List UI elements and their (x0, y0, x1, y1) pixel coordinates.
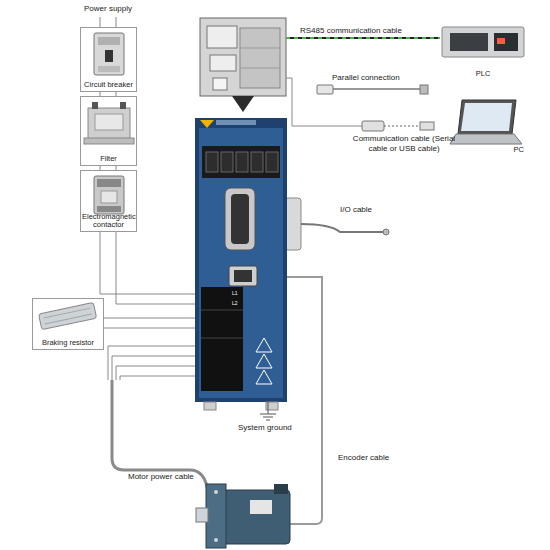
cable-label: I/O cable (340, 205, 372, 215)
io-cable (285, 198, 389, 250)
cable-label: Power supply (84, 4, 132, 14)
device-box: Filter (80, 96, 137, 166)
communication-cable (286, 78, 434, 131)
device-caption: Filter (82, 155, 135, 163)
plc-illustration (442, 27, 524, 57)
cable-label: Motor power cable (128, 472, 194, 482)
device-caption: PC (449, 146, 524, 154)
filter-illustration (84, 102, 134, 144)
contactor-illustration (94, 176, 124, 214)
device-icon: PLC (440, 22, 526, 80)
device-caption: PLC (441, 70, 525, 78)
device-box: Circuit breaker (80, 27, 137, 92)
motor-power-cable (112, 380, 208, 492)
cable-label: Encoder cable (338, 453, 389, 463)
servo-drive (195, 118, 287, 410)
connector-inset (200, 18, 286, 112)
terminal-label: L2 (232, 300, 238, 306)
device-box: Braking resistor (32, 298, 104, 350)
breaker-illustration (94, 33, 124, 75)
wire-connector (100, 92, 116, 96)
rs485-cable-stripe (286, 37, 440, 39)
pc-illustration (450, 100, 522, 144)
cable-label: System ground (238, 423, 292, 433)
resistor-illustration (39, 302, 97, 329)
servo-motor (196, 484, 290, 548)
cable-label: Parallel connection (332, 73, 400, 83)
wire-connector (100, 166, 116, 170)
rs485-cable (286, 37, 440, 39)
terminal-label: L1 (232, 290, 238, 296)
parallel-cable (317, 85, 428, 94)
device-caption: Braking resistor (34, 339, 102, 347)
cable-label: RS485 communication cable (300, 26, 402, 36)
device-caption: Circuit breaker (82, 81, 135, 89)
device-icon: PC (448, 96, 528, 156)
device-caption: Electromagnetic contactor (82, 213, 135, 229)
ground-symbol (260, 402, 276, 420)
cable-label: Communication cable (Serial cable or USB… (352, 134, 456, 154)
device-box: Electromagnetic contactor (80, 170, 137, 232)
